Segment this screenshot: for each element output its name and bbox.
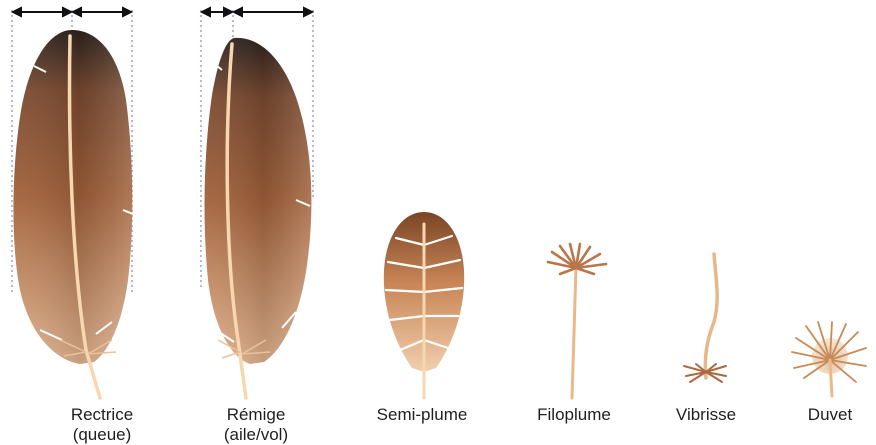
filoplume-shaft — [572, 268, 576, 398]
label-semi-plume: Semi-plume — [377, 405, 468, 425]
duvet-quill — [830, 360, 832, 396]
label-vibrisse: Vibrisse — [676, 405, 736, 425]
label-remige: Rémige (aile/vol) — [224, 405, 288, 445]
semi-plume-feather — [384, 212, 464, 398]
duvet-feather — [792, 322, 866, 396]
label-rectrice: Rectrice (queue) — [71, 405, 133, 445]
label-duvet: Duvet — [808, 405, 852, 425]
vibrisse-feather — [684, 254, 726, 382]
remige-width-arrows — [202, 8, 312, 16]
label-filoplume: Filoplume — [537, 405, 611, 425]
vibrisse-shaft — [705, 254, 717, 378]
rectrice-width-arrows — [13, 8, 131, 16]
filoplume-feather — [548, 244, 606, 398]
rectrice-feather — [12, 8, 133, 398]
remige-feather — [201, 8, 313, 398]
filoplume-tuft — [548, 244, 606, 274]
